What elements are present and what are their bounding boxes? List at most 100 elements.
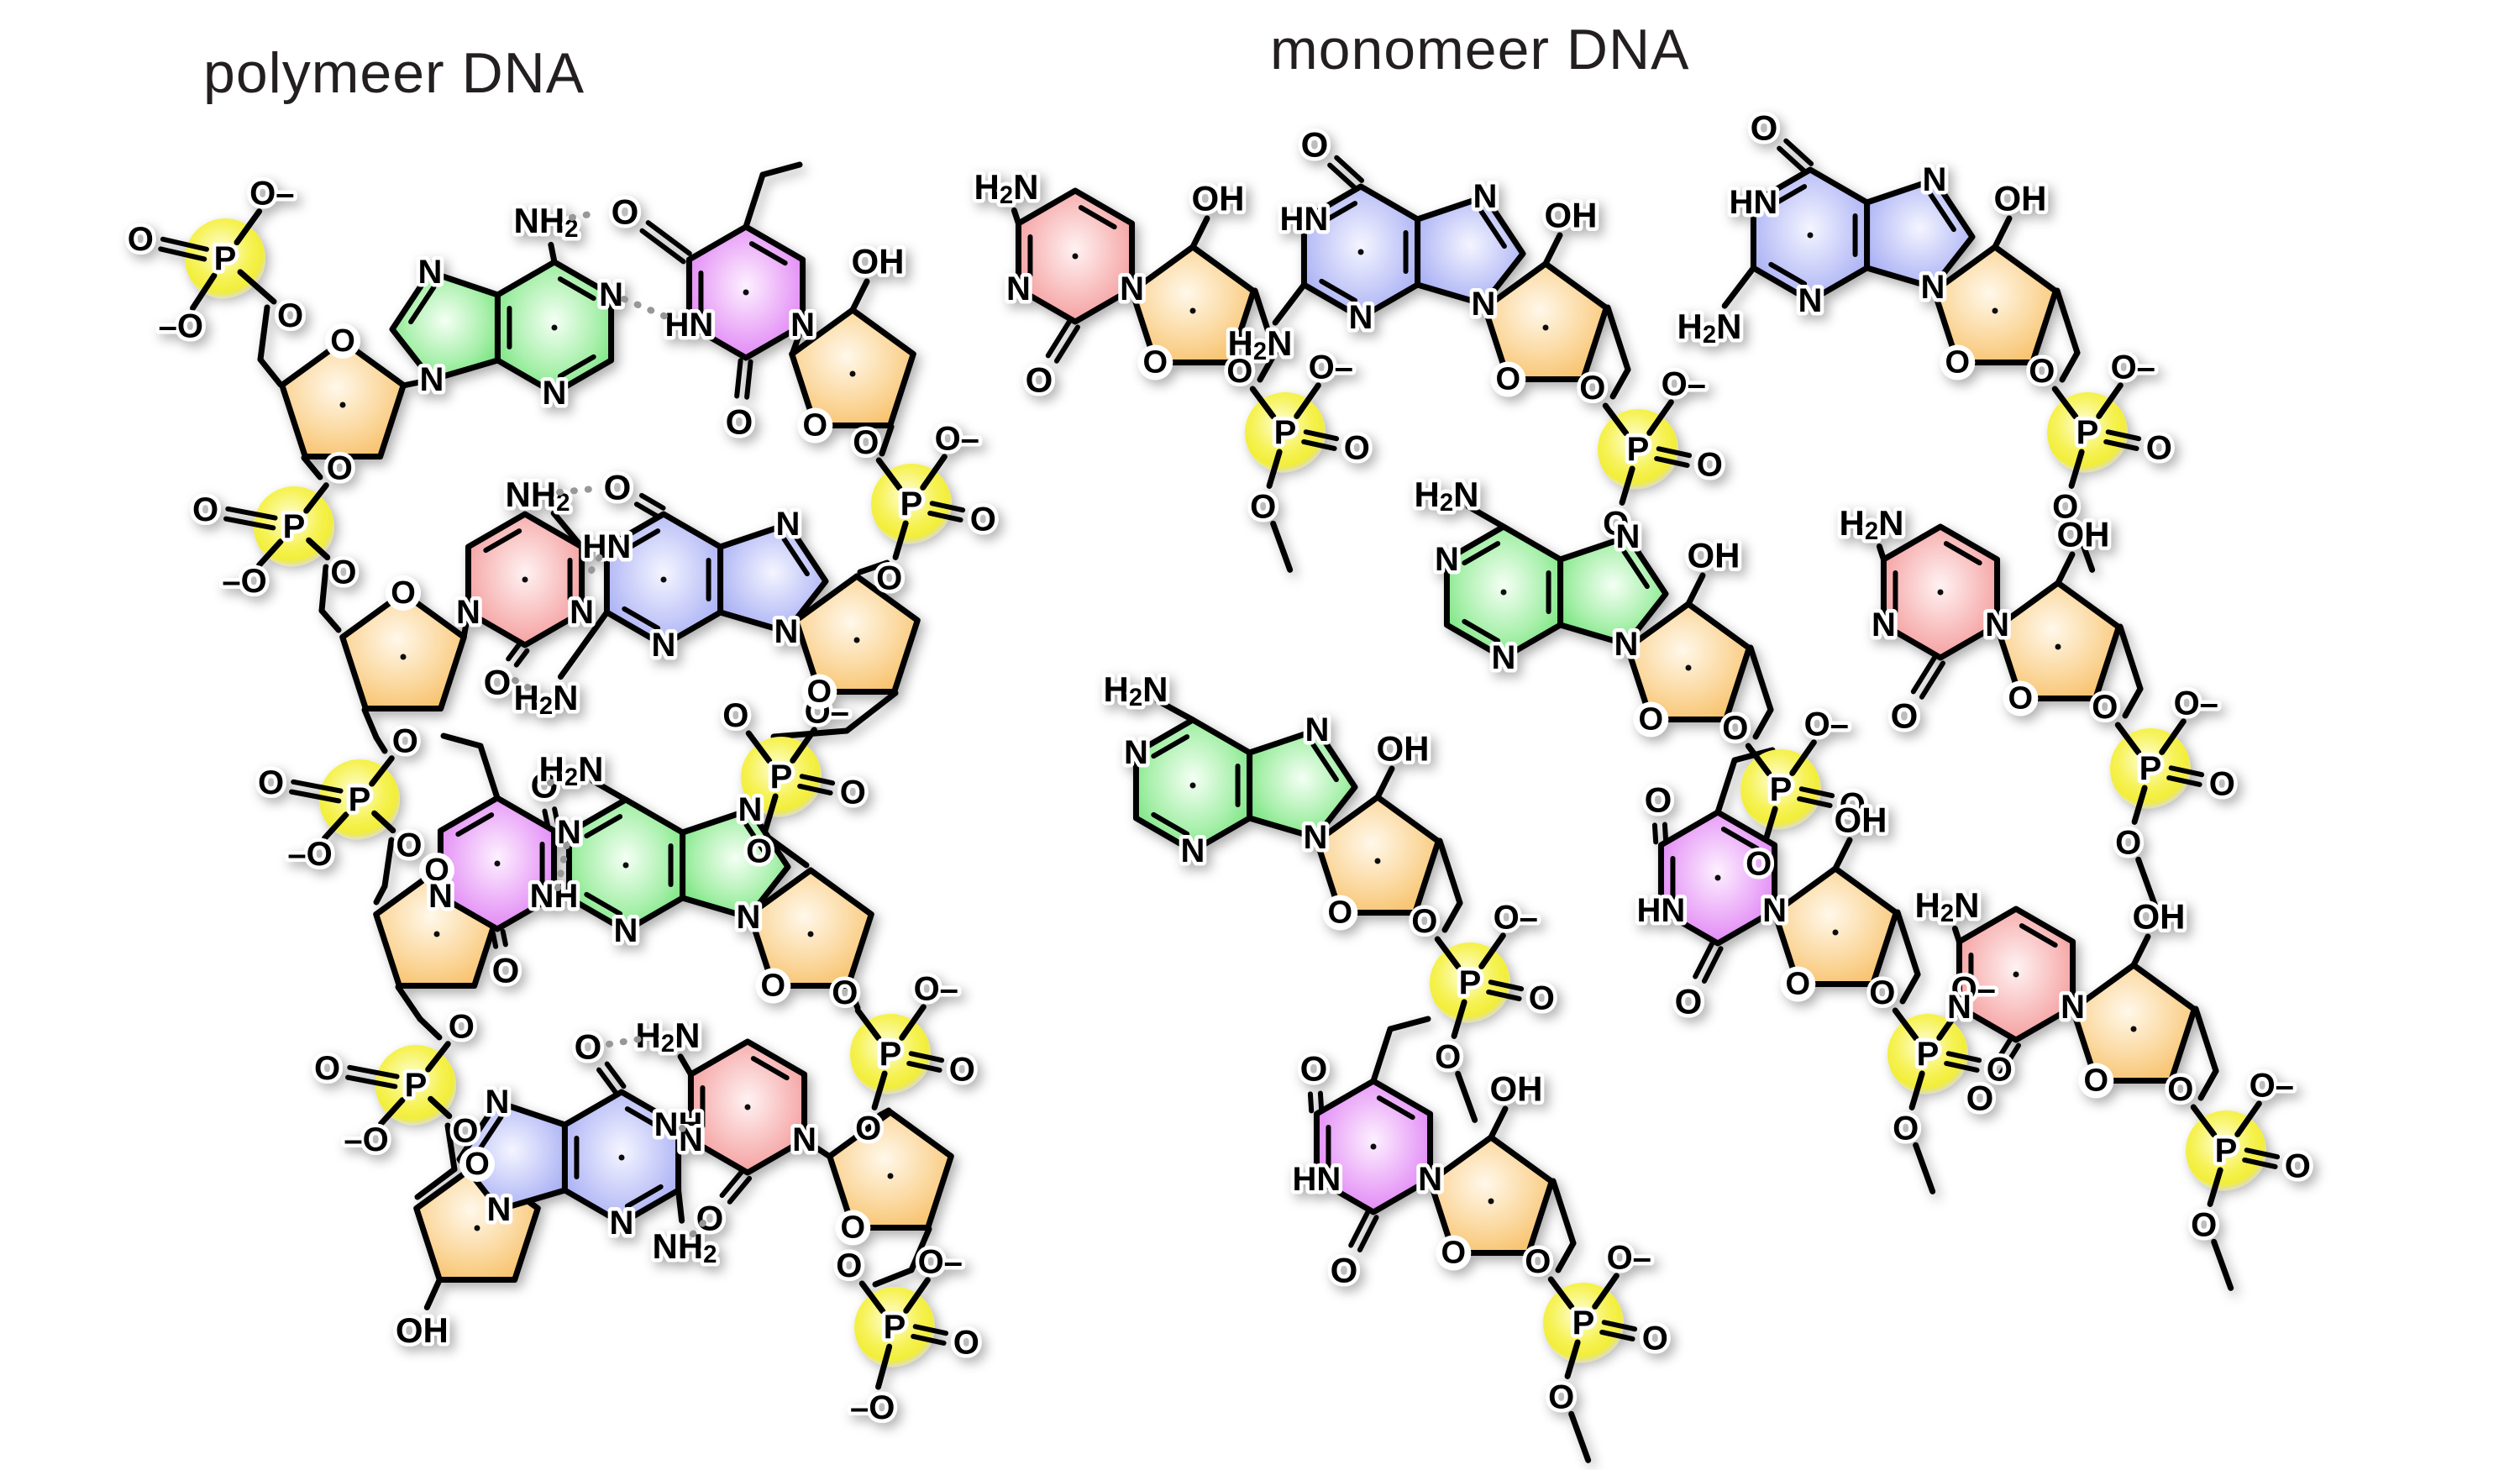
ring-nitrogen-label: N [1985,606,2009,643]
phosphate-oxygen-label: O [953,1325,979,1362]
phosphate-glow [850,1014,931,1095]
bond [1943,541,1982,566]
ring-nitrogen-label: N [570,594,594,631]
ring-nitrogen-label: N [1006,270,1031,307]
bond [1465,503,1507,530]
bond [1272,281,1307,326]
bond [552,806,561,829]
bond [748,241,788,266]
hydrogen-bond [554,836,571,891]
phosphorus-label: P [770,759,793,795]
bond [158,246,207,262]
bond [1701,946,1724,984]
bond [781,536,810,577]
bond [1747,644,1774,713]
ring-nitrogen-label: N [790,307,815,344]
bond [257,356,284,388]
bond [1151,811,1190,837]
bond [1910,655,1937,695]
sugar-oxygen-label: O [2008,680,2034,716]
bond [2190,1104,2218,1138]
ring-center-dot [2013,971,2019,978]
bond [1944,1060,1980,1073]
phosphate-oxygen-label: O [1697,447,1723,484]
ring-center-dot [433,931,440,937]
bond [1899,971,1921,1005]
ring-nitrogen-label: N [1762,892,1787,929]
bond [743,822,772,863]
ring-nitrogen-label: N [652,627,676,664]
ring-center-dot [618,1154,625,1161]
bond [347,1064,400,1079]
bond [743,171,766,230]
ring-center-dot [474,1225,480,1231]
bond [624,1184,664,1209]
bond [1656,446,1693,459]
bond [408,284,437,325]
ring-center-dot [1937,589,1944,596]
hydroxyl-label: OH [2133,897,2186,937]
bond [1783,138,1814,166]
bond [2019,923,2058,948]
sugar-oxygen-bead [1436,1235,1472,1271]
phosphorus-label: P [1459,964,1482,1001]
bond [2242,1157,2278,1169]
bond [1357,1215,1379,1252]
sugar-oxygen-label: O [1328,895,1353,930]
bond [1249,386,1277,420]
exocyclic-o-label: O [1966,1079,1994,1118]
ring-nitrogen-label: N [1798,282,1823,319]
bond [1301,438,1337,451]
bond [475,1114,504,1155]
phosphorus-label: P [1627,431,1650,468]
ring-center-dot [1370,1143,1377,1150]
phosphate-oxygen-label: O– [918,1244,963,1281]
bond [1592,1273,1620,1310]
bond [762,793,779,833]
exocyclic-h2n-label: H2N [1103,669,1168,711]
bond [444,1122,458,1173]
bond [2055,551,2076,586]
phosphate-glow [1543,1283,1624,1363]
phosphate-oxygen-label: O– [1309,349,1353,386]
bond [675,1187,685,1224]
bond [1568,1410,1592,1463]
sugar-ring [339,590,467,711]
phosphate-group [2047,382,2142,489]
phosphate-oxygen-label: O– [249,176,294,213]
bond [256,538,284,569]
bond [318,564,329,614]
ring-nitrogen-label: N [1923,161,1947,198]
bond [2122,685,2144,719]
sugar-oxygen-bead [325,323,360,359]
phosphate-oxygen-label: O [449,1008,475,1045]
ring-nitrogen-label: N [428,878,453,915]
phosphate-glow [1887,1014,1968,1095]
ring-center-dot [744,1104,751,1110]
bond [759,161,803,178]
phosphate-oxygen-label: –O [344,1121,388,1158]
bond [1720,827,1760,852]
bond [797,783,833,795]
bond [1370,1026,1394,1084]
exocyclic-o-label: O [696,1199,724,1238]
phosphate-oxygen-label: –O [222,563,266,600]
exocyclic-o-label: O [1675,982,1703,1021]
hydrogen-bond [606,1035,648,1047]
phosphorus-label: P [2139,750,2162,787]
phosphorus-label: P [1572,1305,1595,1341]
deoxyribose-sugar [339,590,467,711]
ring-nitrogen-label: N [774,613,799,650]
bond [871,1070,888,1110]
bond [1478,208,1507,249]
sugar-oxygen-bead [835,1210,871,1246]
bond [2059,349,2081,383]
bond [677,1053,694,1078]
bond [400,376,435,389]
bond [1078,205,1117,230]
sugar-oxygen-label: O [465,1147,490,1182]
bond [1662,822,1669,844]
phosphate-oxygen-label: O [1411,903,1437,940]
sugar-oxygen-bead [1940,344,1976,381]
